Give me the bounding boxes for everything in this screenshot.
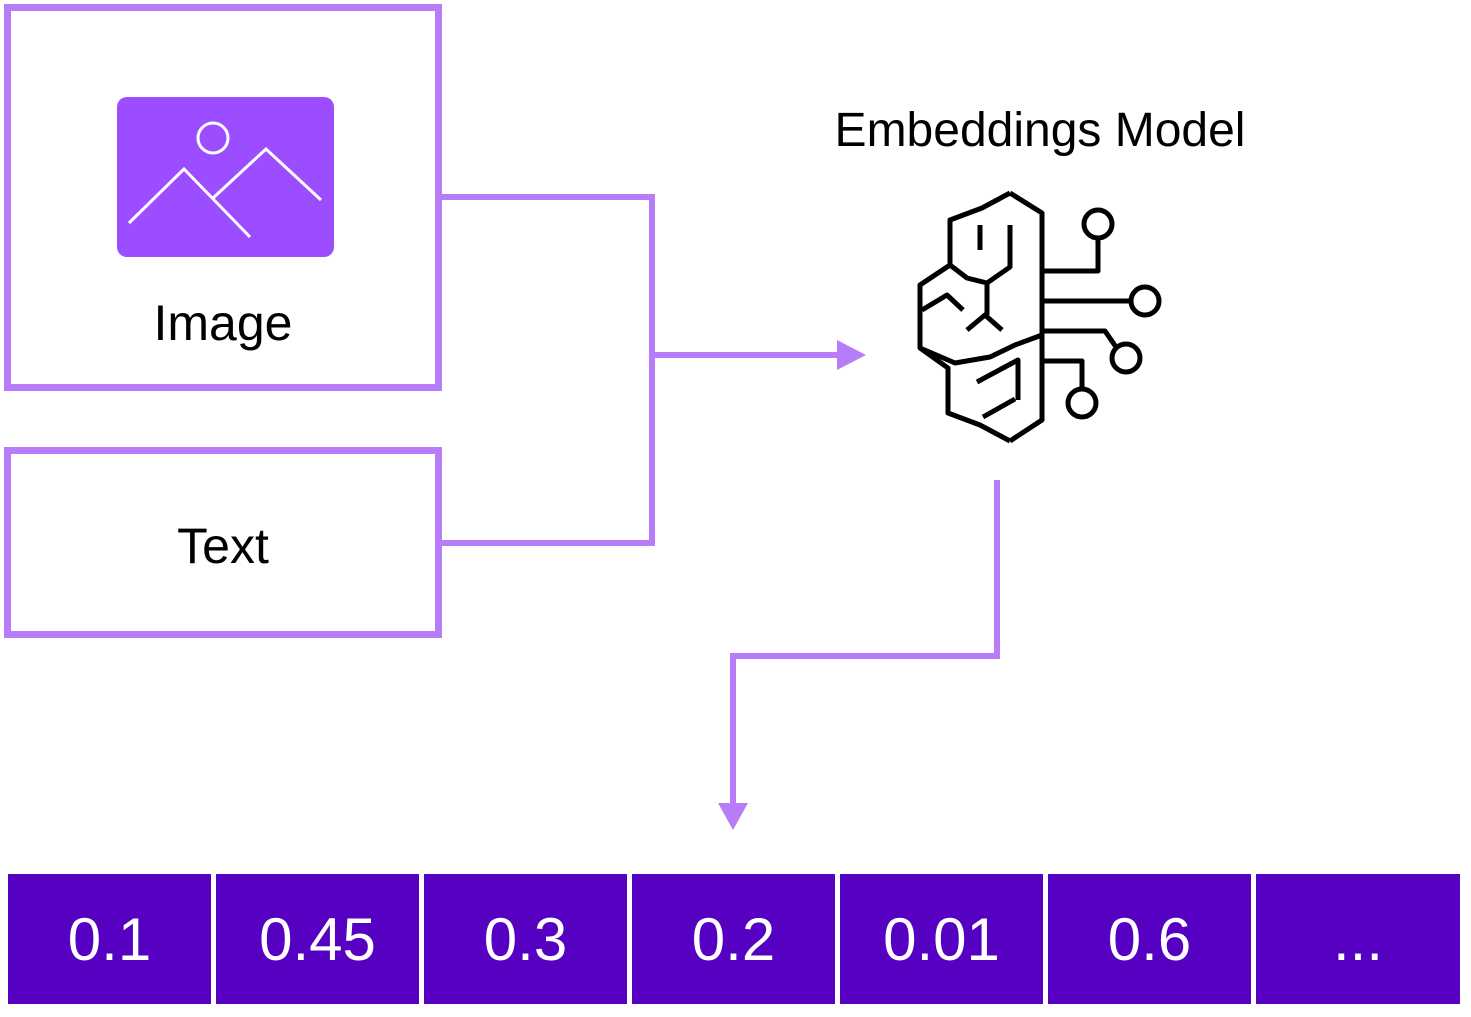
vector-cell: 0.2: [632, 874, 840, 1004]
vector-cell: 0.1: [8, 874, 216, 1004]
text-input-box: Text: [4, 447, 442, 638]
image-input-box: Image: [4, 4, 442, 391]
text-to-model-connector: [442, 355, 655, 546]
vector-cell: 0.01: [840, 874, 1048, 1004]
embedding-vector: 0.1 0.45 0.3 0.2 0.01 0.6 ...: [8, 874, 1460, 1004]
image-label: Image: [153, 295, 293, 351]
arrowhead-to-model: [837, 340, 866, 370]
model-to-vector-connector: [730, 480, 1000, 805]
landscape-image-icon: [117, 97, 334, 257]
image-to-model-connector: [442, 194, 838, 358]
text-label: Text: [177, 518, 269, 574]
arrowhead-to-vector: [718, 803, 748, 830]
vector-cell: 0.6: [1048, 874, 1256, 1004]
vector-cell: 0.45: [216, 874, 424, 1004]
brain-circuit-icon: [917, 190, 1162, 444]
vector-cell-ellipsis: ...: [1256, 874, 1460, 1004]
model-title: Embeddings Model: [834, 104, 1246, 157]
vector-cell: 0.3: [424, 874, 632, 1004]
